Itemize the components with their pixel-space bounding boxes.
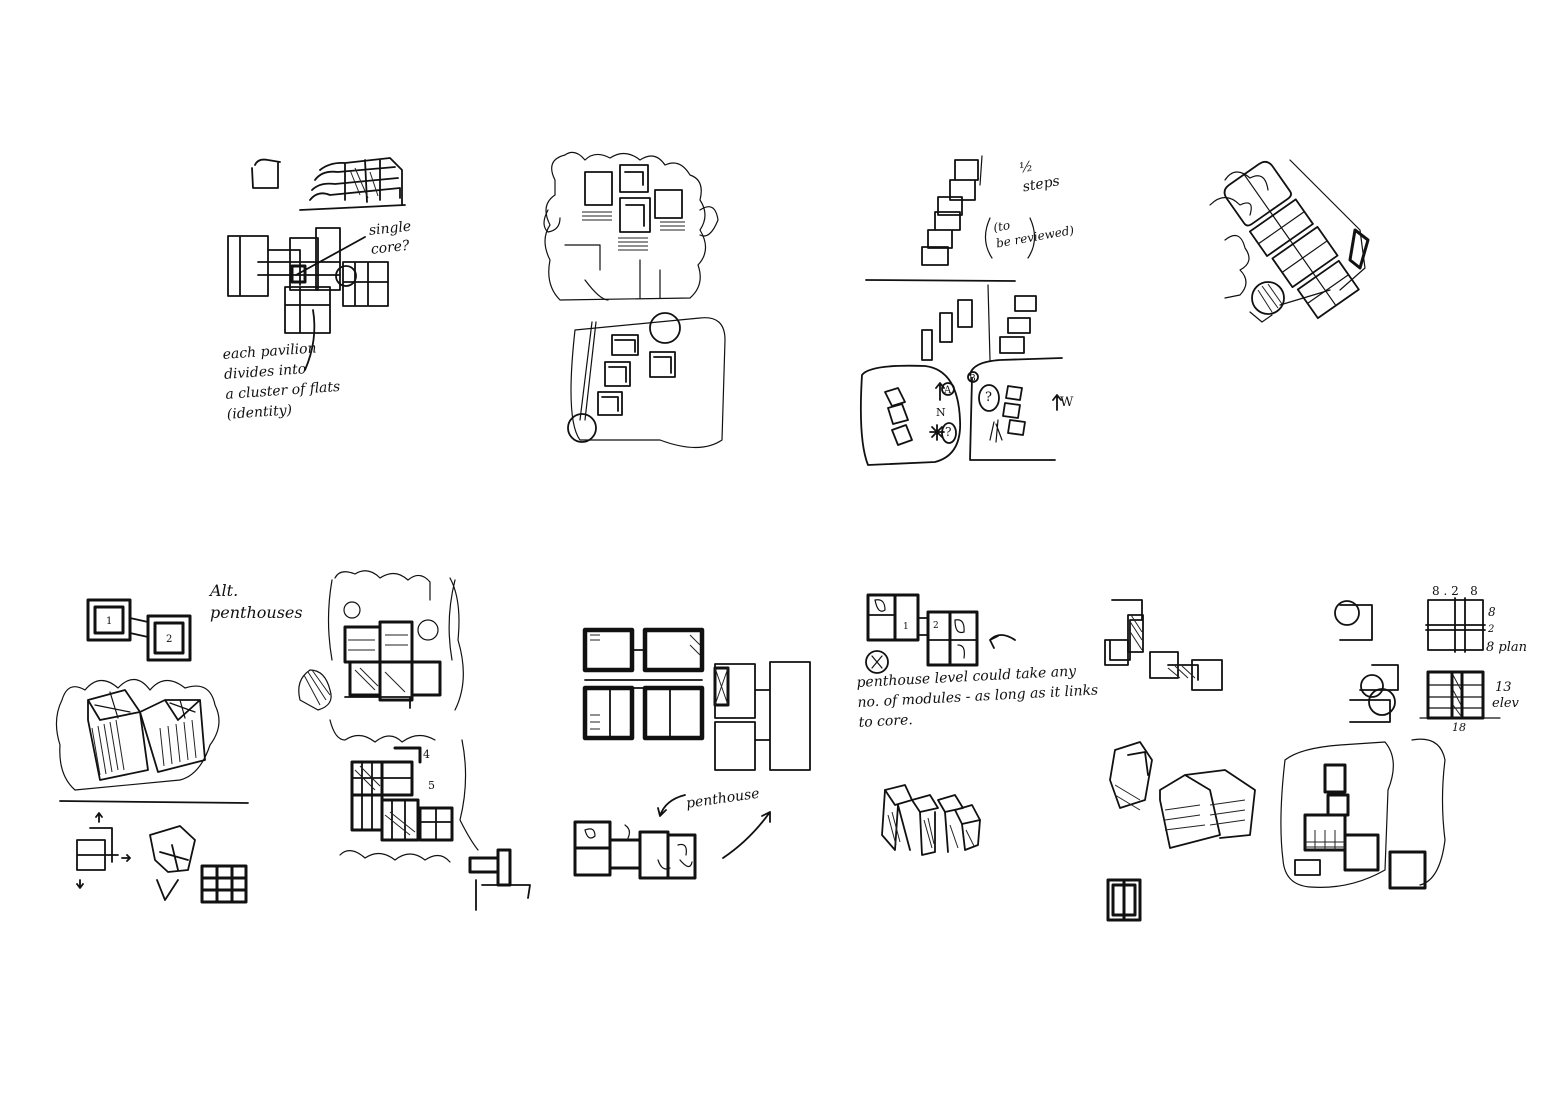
grid-side-8: 8 (1488, 605, 1496, 619)
elevation-label: elev (1492, 696, 1519, 711)
west-label: W (1060, 395, 1074, 410)
sketch-7-floor-plan (573, 627, 811, 880)
note-alt-penthouses: Alt. penthouses (210, 581, 303, 622)
option-a-label: A (944, 385, 952, 396)
grid-top-dimensions: 8 . 2 8 (1432, 584, 1478, 598)
north-label: N (936, 406, 946, 419)
sketch-9-grids-and-site (1104, 597, 1501, 922)
question-mark-b: ? (985, 390, 992, 405)
note-penthouse-modules: penthouse level could take any no. of mo… (856, 663, 1099, 731)
unit-1-label: 1 (106, 616, 113, 627)
grid-side-2: 2 (1488, 624, 1495, 635)
sketch-5-alt-penthouses (55, 598, 249, 904)
module-2-label: 2 (933, 621, 939, 631)
question-mark-a: ? (945, 425, 952, 439)
option-b-label: B (969, 374, 976, 384)
sketch-6-dense-site (298, 570, 531, 911)
note-half-steps: ½ steps (1018, 158, 1061, 196)
sketch-1-pavilion-cluster (227, 157, 406, 371)
elevation-bottom-dim: 18 (1452, 721, 1466, 734)
grid-plan-label: 8 plan (1486, 640, 1528, 655)
level-4-label: 4 (423, 748, 430, 761)
sketch-8-penthouse-modules (865, 593, 1016, 856)
module-1-label: 1 (903, 622, 909, 632)
note-single-core: single core? (368, 218, 412, 258)
sketch-2-site-plans (543, 151, 726, 449)
unit-2-label: 2 (166, 634, 173, 645)
note-pavilion-clusters: each pavilion divides into a cluster of … (222, 340, 341, 423)
sketch-3-stepped-blocks (859, 155, 1063, 466)
elevation-count: 13 (1495, 680, 1512, 695)
sketch-4-rotated-massing (1209, 159, 1370, 323)
level-5-label: 5 (428, 779, 435, 792)
